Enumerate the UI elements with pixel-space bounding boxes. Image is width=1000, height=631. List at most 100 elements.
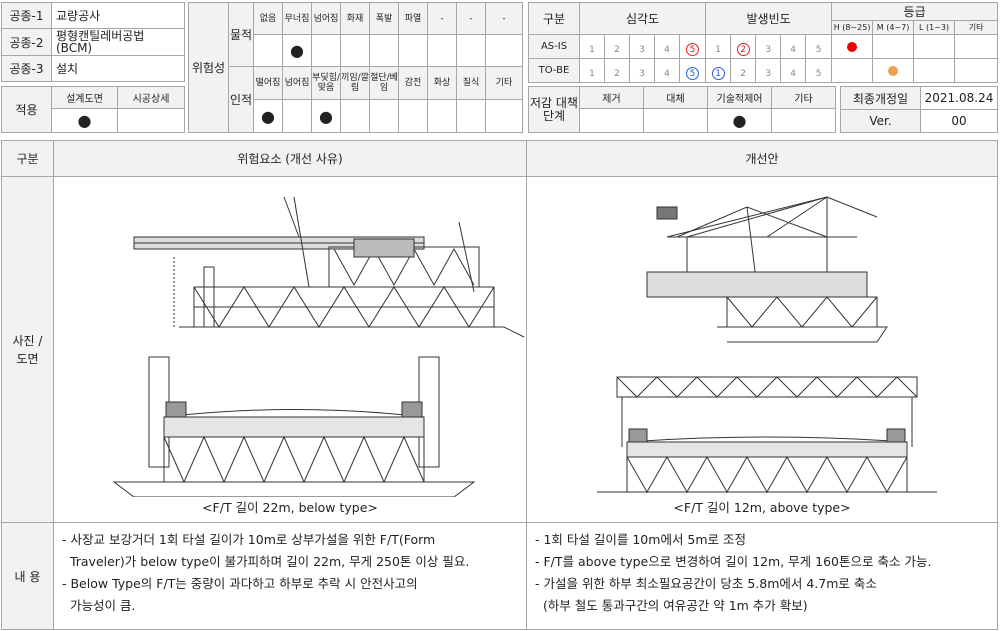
- improvement-content-line: - 가설을 위한 하부 최소필요공간이 당초 5.8m에서 4.7m로 축소: [535, 576, 877, 591]
- assessment-table: 구분 심각도 발생빈도 등급 H (8~25) M (4~7) L (1~3) …: [528, 2, 999, 83]
- risk-material-mark: [427, 34, 457, 67]
- grade-col: M (4~7): [872, 20, 915, 35]
- risk-label: 위험성: [188, 2, 229, 133]
- frequency-cell: 1: [705, 58, 732, 83]
- severity-cell: 1: [579, 58, 605, 83]
- frequency-cell-value: 3: [765, 69, 771, 79]
- frequency-cell-value: 3: [765, 45, 771, 55]
- risk-human-mark: [340, 99, 370, 133]
- risk-human-mark: [369, 99, 399, 133]
- frequency-cell: 4: [780, 34, 807, 59]
- risk-content-line: - 사장교 보강거더 1회 타설 길이가 10m로 상부가설을 위한 F/T(F…: [62, 532, 436, 547]
- frequency-cell-value: 5: [815, 69, 822, 79]
- risk-human-label: 인적: [228, 66, 254, 133]
- risk-material-mark: [398, 34, 428, 67]
- grade-col: 기타: [954, 20, 999, 35]
- risk-human-item: 감전: [398, 66, 428, 100]
- frequency-cell-value: 4: [790, 69, 796, 79]
- risk-material-item: 없음: [253, 2, 283, 35]
- risk-material-item: -: [427, 2, 457, 35]
- revision-date: 2021.08.24: [920, 86, 998, 110]
- risk-human-mark: ●: [311, 99, 341, 133]
- risk-human-item: 질식: [456, 66, 486, 100]
- main-col-label: 구분: [1, 140, 54, 177]
- severity-cell-value: 1: [589, 69, 595, 79]
- left-caption: <F/T 길이 22m, below type>: [202, 500, 378, 515]
- risk-human-mark: [456, 99, 486, 133]
- apply-detail-header: 시공상세: [117, 86, 185, 109]
- reduction-mark: ●: [707, 108, 772, 133]
- severity-cell-value: 1: [589, 45, 595, 55]
- risk-drawing-cell: <F/T 길이 22m, below type>: [53, 176, 527, 523]
- work-type-1-label: 공종-1: [1, 2, 52, 29]
- grade-marker: [888, 66, 899, 76]
- frequency-header: 발생빈도: [705, 2, 833, 35]
- risk-human-mark: [282, 99, 312, 133]
- frequency-cell: 4: [780, 58, 807, 83]
- assessment-row-label: AS-IS: [528, 34, 580, 59]
- risk-material-mark: [340, 34, 370, 67]
- risk-factor-header: 위험요소 (개선 사유): [53, 140, 527, 177]
- severity-cell: 1: [579, 34, 605, 59]
- photo-label: 사진 / 도면: [1, 176, 54, 523]
- risk-human-item: 끼임/깔림: [340, 66, 370, 100]
- work-type-2-label: 공종-2: [1, 28, 52, 56]
- work-type-2-value: 평형캔틸레버공법 (BCM): [51, 28, 185, 56]
- frequency-cell: 3: [755, 34, 782, 59]
- risk-content-line: - Below Type의 F/T는 중량이 과다하고 하부로 추락 시 안전사…: [62, 576, 418, 591]
- risk-human-mark: [485, 99, 523, 133]
- frequency-cell-value: 1: [711, 67, 725, 81]
- risk-material-mark: [485, 34, 523, 67]
- assessment-col-label: 구분: [528, 2, 580, 35]
- apply-design-header: 설계도면: [51, 86, 118, 109]
- frequency-cell: 2: [730, 58, 757, 83]
- reduction-mark: [771, 108, 836, 133]
- risk-material-mark: ●: [282, 34, 312, 67]
- risk-human-item: 넘어짐: [282, 66, 312, 100]
- revision-date-label: 최종개정일: [840, 86, 921, 110]
- risk-material-item: -: [485, 2, 523, 35]
- risk-table: 위험성 물적 없음 무너짐 넘어짐 화재 폭발 파열 - - - ● 인적 떨어…: [188, 2, 523, 133]
- risk-material-mark: [311, 34, 341, 67]
- reduction-item: 제거: [579, 86, 644, 109]
- reduction-mark: [643, 108, 708, 133]
- severity-cell-value: 3: [639, 45, 645, 55]
- grade-cell: [831, 34, 874, 59]
- risk-human-item: 부딪힘/맞음: [311, 66, 341, 100]
- severity-cell-value: 5: [686, 67, 700, 81]
- severity-cell-value: 3: [639, 69, 645, 79]
- below-type-drawing: [112, 196, 525, 497]
- risk-material-label: 물적: [228, 2, 254, 67]
- grade-cell: [872, 58, 915, 83]
- frequency-cell-value: 4: [790, 45, 796, 55]
- risk-material-mark: [456, 34, 486, 67]
- frequency-cell-value: 2: [736, 43, 750, 57]
- main-table: 구분 위험요소 (개선 사유) 개선안 사진 / 도면: [1, 140, 998, 630]
- risk-human-item: 절단/베임: [369, 66, 399, 100]
- risk-human-mark: ●: [253, 99, 283, 133]
- severity-cell: 5: [678, 34, 707, 59]
- severity-cell: 4: [654, 58, 680, 83]
- risk-human-item: 기타: [485, 66, 523, 100]
- grade-cell: [913, 58, 956, 83]
- severity-cell: 2: [604, 58, 630, 83]
- severity-cell-value: 4: [664, 45, 670, 55]
- severity-cell-value: 4: [664, 69, 670, 79]
- above-type-drawing: [597, 196, 937, 494]
- frequency-cell-value: 5: [815, 45, 822, 55]
- risk-human-mark: [398, 99, 428, 133]
- right-caption: <F/T 길이 12m, above type>: [673, 500, 851, 515]
- improvement-content: - 1회 타설 길이를 10m에서 5m로 조정 - F/T를 above ty…: [526, 522, 998, 630]
- grade-cell: [831, 58, 874, 83]
- risk-content: - 사장교 보강거더 1회 타설 길이가 10m로 상부가설을 위한 F/T(F…: [53, 522, 527, 630]
- reduction-table: 저감 대책 단계 제거 대체 기술적제어 기타 ●: [528, 86, 836, 133]
- improvement-content-line: - F/T를 above type으로 변경하여 길이 12m, 무게 160톤…: [535, 554, 932, 569]
- reduction-item: 기타: [771, 86, 836, 109]
- severity-cell: 2: [604, 34, 630, 59]
- frequency-cell: 3: [755, 58, 782, 83]
- severity-cell-value: 5: [686, 43, 700, 57]
- reduction-item: 기술적제어: [707, 86, 772, 109]
- risk-material-item: -: [456, 2, 486, 35]
- grade-cell: [954, 34, 999, 59]
